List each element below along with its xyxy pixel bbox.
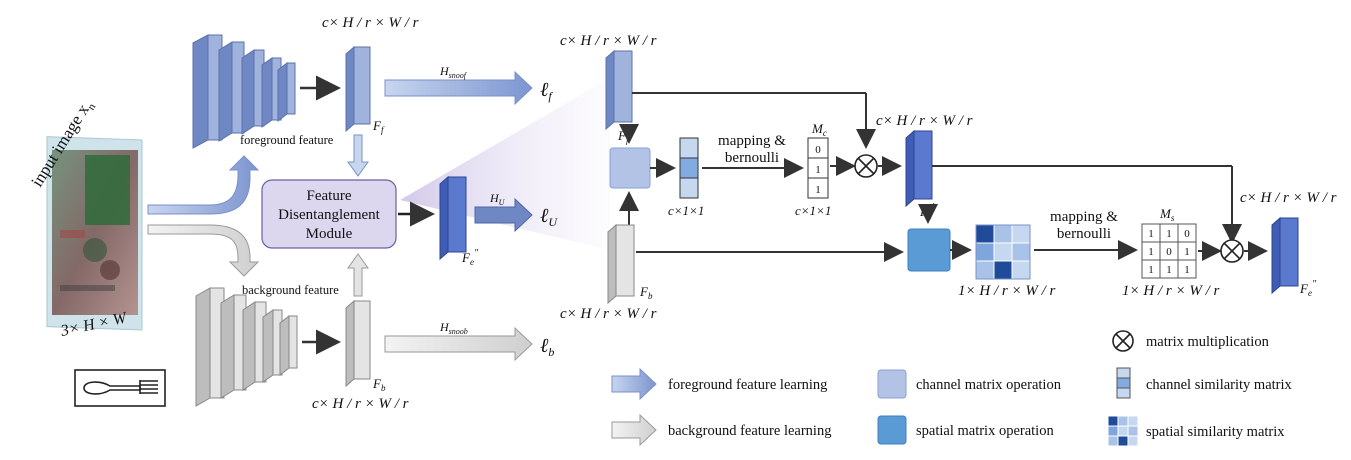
fe2-map: [1271, 216, 1299, 295]
mapping1-label-2: bernoulli: [725, 150, 779, 166]
legend-matmul-text: matrix multiplication: [1146, 334, 1270, 350]
mc-matrix: 0 1 1: [807, 137, 829, 199]
legend-spatial-op-text: spatial matrix operation: [916, 423, 1054, 439]
mapping2-label-1: mapping &: [1050, 209, 1118, 225]
fe1-map: [905, 129, 933, 208]
fdm-head-label: HU: [489, 191, 506, 207]
legend: foreground feature learning background f…: [611, 330, 1293, 447]
fg-head-arrow: [384, 70, 533, 106]
fg-loss: ℓf: [540, 79, 553, 103]
split-arrow-foreground: [147, 155, 260, 215]
ff-map: [605, 49, 633, 131]
legend-matmul-icon: [1112, 330, 1134, 352]
background-backbone: [195, 287, 298, 407]
fb-map: [607, 223, 635, 305]
zoom-fan: [400, 78, 610, 250]
legend-bg-arrow: [611, 413, 657, 447]
ms-label: Ms: [1159, 206, 1175, 223]
fdm-label-2: Disentanglement: [278, 207, 380, 223]
ms-size: 1× H / r × W / r: [1122, 283, 1219, 299]
fdm-label-3: Module: [306, 226, 353, 242]
ms-value: 1: [1184, 246, 1190, 258]
fdm-out-label: Fe″: [461, 248, 479, 267]
fg-head-label: Hsnoof: [439, 64, 468, 80]
fork-icon: [74, 369, 166, 407]
fe1-size: c× H / r × W / r: [876, 113, 973, 129]
spatial-size: 1× H / r × W / r: [958, 283, 1055, 299]
legend-channel-sim-icon: [1116, 367, 1131, 399]
ms-value: 1: [1166, 228, 1172, 240]
mc-value: 0: [815, 144, 821, 156]
channel-size: c×1×1: [668, 203, 704, 218]
fdm-label-1: Feature: [307, 188, 352, 204]
ms-value: 1: [1166, 264, 1172, 276]
out-size: c× H / r × W / r: [1240, 190, 1337, 206]
mapping1-label-1: mapping &: [718, 133, 786, 149]
matmul-icon: [1220, 239, 1244, 263]
fg-to-fdm-arrow: [347, 134, 369, 177]
fe2-label: Fe″: [1299, 279, 1317, 298]
channel-op-box: [609, 147, 651, 189]
legend-spatial-op-swatch: [877, 415, 907, 445]
spatial-sim-matrix: [975, 224, 1031, 280]
legend-fg-text: foreground feature learning: [668, 377, 827, 393]
bg-caption: background feature: [242, 283, 339, 297]
bg-head-label: Hsnoob: [439, 320, 468, 336]
fb-size: c× H / r × W / r: [560, 306, 657, 322]
ff-size: c× H / r × W / r: [560, 33, 657, 49]
foreground-backbone: [192, 34, 296, 149]
input-image: [46, 136, 143, 331]
ms-value: 0: [1166, 246, 1172, 258]
legend-channel-sim-text: channel similarity matrix: [1146, 377, 1293, 393]
spatial-op-box: [907, 228, 951, 272]
ms-value: 1: [1148, 264, 1154, 276]
mc-value: 1: [815, 164, 821, 176]
ms-value: 1: [1148, 228, 1154, 240]
matmul-icon: [854, 154, 878, 178]
fg-feature-map: [345, 45, 371, 133]
mapping2-label-2: bernoulli: [1057, 226, 1111, 242]
fg-map-size: c× H / r × W / r: [322, 15, 419, 31]
ms-value: 0: [1184, 228, 1190, 240]
fg-feature-label: Ff: [372, 118, 385, 135]
ms-matrix: 1 1 0 1 0 1 1 1 1: [1141, 223, 1197, 279]
fdm-out-map: [439, 175, 467, 261]
fdm-box: [261, 179, 397, 249]
ms-value: 1: [1184, 264, 1190, 276]
mc-value: 1: [815, 184, 821, 196]
fg-caption: foreground feature: [240, 133, 334, 147]
legend-bg-text: background feature learning: [668, 423, 831, 439]
split-arrow-background: [147, 224, 260, 277]
fdm-head-arrow: [474, 197, 533, 233]
fdm-loss: ℓU: [540, 205, 558, 229]
bg-map-size: c× H / r × W / r: [312, 396, 409, 412]
bg-feature-map: [345, 299, 371, 388]
ms-value: 1: [1148, 246, 1154, 258]
mc-label: Mc: [811, 121, 827, 138]
fe1-label: Fe′: [919, 202, 935, 221]
legend-spatial-sim-text: spatial similarity matrix: [1146, 424, 1285, 440]
bg-feature-label: Fb: [372, 376, 386, 393]
channel-sim-matrix: [679, 137, 699, 199]
bg-to-fdm-arrow: [347, 253, 369, 297]
fb-label: Fb: [639, 284, 653, 301]
bg-loss: ℓb: [540, 335, 554, 359]
bg-head-arrow: [384, 326, 533, 362]
legend-channel-op-text: channel matrix operation: [916, 377, 1062, 393]
legend-spatial-sim-icon: [1107, 415, 1139, 447]
mc-size: c×1×1: [795, 203, 831, 218]
legend-channel-op-swatch: [877, 369, 907, 399]
legend-fg-arrow: [611, 367, 657, 401]
